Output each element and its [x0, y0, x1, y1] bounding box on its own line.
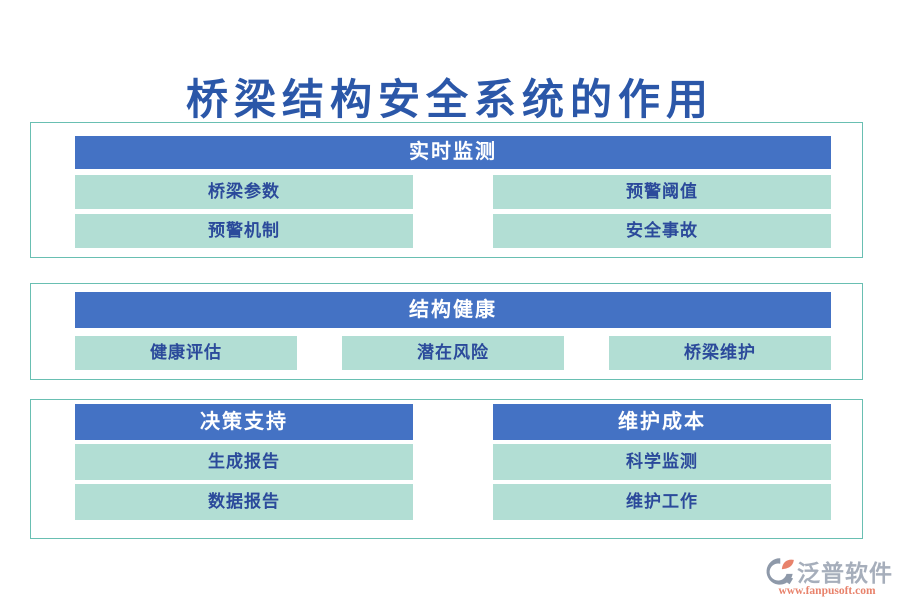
brand-name: 泛普软件 [797, 561, 893, 586]
panel3-header-row: 决策支持 维护成本 [75, 404, 831, 440]
item-health-assessment: 健康评估 [75, 336, 297, 370]
panel1-row-1: 桥梁参数 预警阈值 [75, 175, 831, 209]
brand-website: www.fanpusoft.com [778, 585, 876, 597]
panel2-row-1: 健康评估 潜在风险 桥梁维护 [75, 336, 831, 370]
fanpu-logo: 泛普软件 www.fanpusoft.com [761, 554, 893, 597]
item-bridge-maintenance: 桥梁维护 [609, 336, 831, 370]
item-warning-threshold: 预警阈值 [493, 175, 831, 209]
item-generate-reports: 生成报告 [75, 444, 413, 480]
fanpu-logo-row: 泛普软件 [761, 554, 893, 588]
panel3-row-1: 生成报告 科学监测 [75, 444, 831, 480]
item-bridge-parameters: 桥梁参数 [75, 175, 413, 209]
section-header-maintenance-cost: 维护成本 [493, 404, 831, 440]
panel3-row-2: 数据报告 维护工作 [75, 484, 831, 520]
page-title: 桥梁结构安全系统的作用 [185, 78, 714, 124]
section-header-structural-health: 结构健康 [75, 292, 831, 328]
section-header-realtime-monitoring: 实时监测 [75, 136, 831, 169]
item-warning-mechanism: 预警机制 [75, 214, 413, 248]
panel-decision-and-cost: 决策支持 维护成本 生成报告 科学监测 数据报告 维护工作 [30, 399, 863, 539]
item-data-reports: 数据报告 [75, 484, 413, 520]
panel-structural-health: 结构健康 健康评估 潜在风险 桥梁维护 [30, 283, 863, 380]
item-potential-risks: 潜在风险 [342, 336, 564, 370]
section-header-decision-support: 决策支持 [75, 404, 413, 440]
item-maintenance-work: 维护工作 [493, 484, 831, 520]
panel1-row-2: 预警机制 安全事故 [75, 214, 831, 248]
item-safety-accidents: 安全事故 [493, 214, 831, 248]
item-scientific-monitoring: 科学监测 [493, 444, 831, 480]
panel-realtime-monitoring: 实时监测 桥梁参数 预警阈值 预警机制 安全事故 [30, 122, 863, 258]
fanpu-logo-icon [764, 556, 795, 587]
